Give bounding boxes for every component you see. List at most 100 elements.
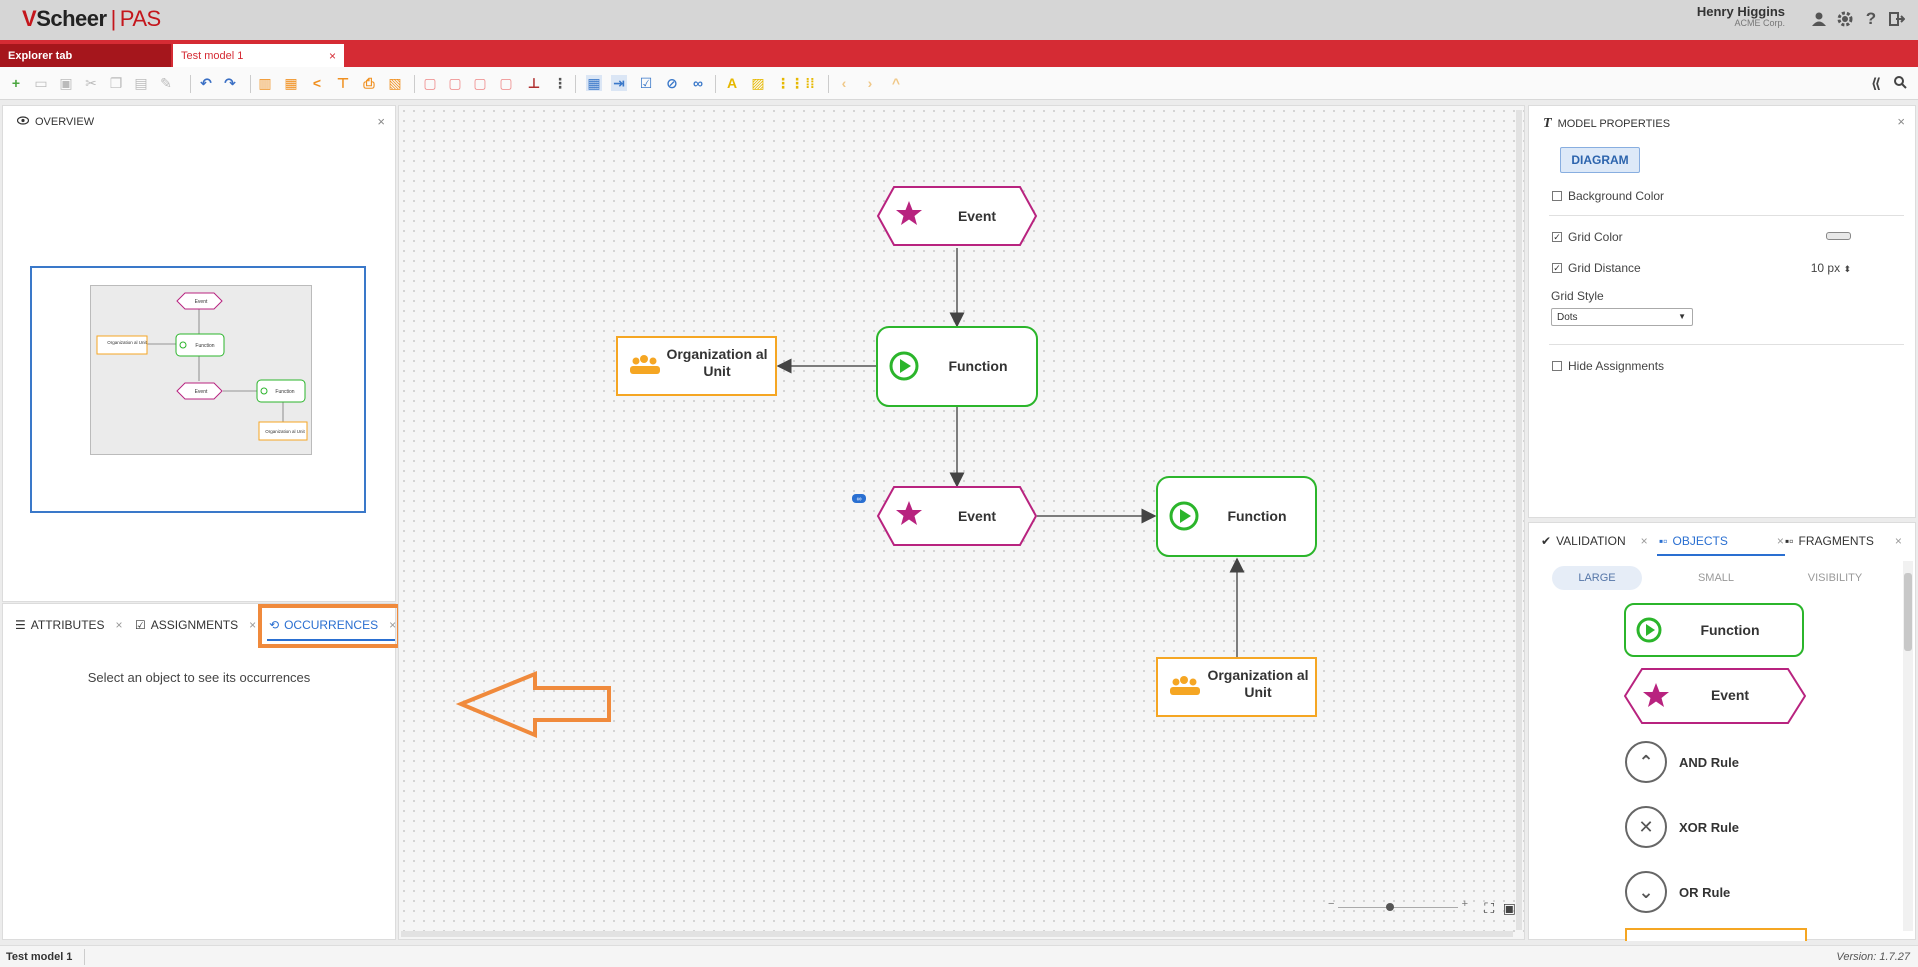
hide-assignments-row[interactable]: Hide Assignments [1552, 359, 1664, 373]
background-color-checkbox[interactable] [1552, 191, 1562, 201]
close-assignments-icon[interactable]: × [249, 618, 257, 632]
report-icon[interactable]: ▧ [388, 75, 402, 91]
grid-color-swatch[interactable] [1826, 232, 1851, 240]
zoom-slider[interactable]: − + [1328, 898, 1468, 913]
grid-color-checkbox[interactable]: ✓ [1552, 232, 1562, 242]
tab-occurrences[interactable]: ⟲ OCCURRENCES × [269, 618, 396, 632]
close-objects-icon[interactable]: × [1776, 534, 1784, 548]
zoom-knob[interactable] [1386, 903, 1394, 911]
help-icon[interactable]: ? [1865, 9, 1877, 28]
text-icon[interactable]: A [726, 75, 738, 91]
close-occurrences-icon[interactable]: × [389, 618, 397, 632]
distribute-icon[interactable]: ▢ [499, 75, 513, 91]
connector-icon[interactable]: ⇥ [611, 75, 627, 91]
validate-icon[interactable]: ☑ [639, 75, 653, 91]
mode-visibility[interactable]: VISIBILITY [1807, 572, 1863, 584]
ungroup-icon[interactable]: ▢ [448, 75, 462, 91]
overview-minimap[interactable]: Event Function Organization al Unit Even… [90, 285, 312, 455]
pin-icon[interactable]: ⊤ [336, 75, 350, 91]
event-node-mid[interactable]: Event [876, 486, 1038, 546]
back-icon[interactable]: ‹ [841, 75, 847, 91]
paste-icon[interactable]: ▤ [134, 75, 148, 91]
forward-icon[interactable]: › [867, 75, 873, 91]
grid-distance-checkbox[interactable]: ✓ [1552, 263, 1562, 273]
zoom-in-icon[interactable]: + [1461, 898, 1468, 910]
tab-objects[interactable]: ▪▫ OBJECTS × [1659, 534, 1784, 548]
image-icon[interactable]: ▨ [751, 75, 765, 91]
background-color-row[interactable]: Background Color [1552, 189, 1664, 203]
mode-large[interactable]: LARGE [1552, 566, 1642, 590]
grid-style-select[interactable]: Dots ▼ [1551, 308, 1693, 326]
user-info[interactable]: Henry Higgins ACME Corp. [1697, 4, 1785, 28]
hide-assignments-checkbox[interactable] [1552, 361, 1562, 371]
vertical-scrollbar[interactable] [1516, 110, 1522, 930]
zoom-out-icon[interactable]: − [1328, 898, 1335, 910]
redo-icon[interactable]: ↷ [224, 75, 236, 91]
overview-viewport-frame[interactable]: Event Function Organization al Unit Even… [30, 266, 366, 513]
mode-small[interactable]: SMALL [1697, 572, 1735, 584]
library-function[interactable]: Function [1624, 603, 1804, 657]
edit-icon[interactable]: ✎ [160, 75, 172, 91]
tab-test-model[interactable]: Test model 1 × [173, 44, 344, 67]
hide-icon[interactable]: ⊘ [666, 75, 678, 91]
function-node-top[interactable]: Function [876, 326, 1038, 407]
new-object-icon[interactable]: + [11, 75, 21, 91]
stepper-arrows-icon[interactable]: ⬍ [1843, 264, 1851, 274]
org-unit-node-left[interactable]: Organization al Unit [616, 336, 777, 396]
grid-color-row[interactable]: ✓ Grid Color [1552, 230, 1623, 244]
collapse-panel-icon[interactable]: ⟪ [1870, 75, 1882, 91]
grid-view-icon[interactable]: ▦ [586, 75, 602, 91]
layout-icon[interactable]: ⋮⋮ [776, 75, 804, 91]
close-model-properties-icon[interactable]: × [1897, 114, 1905, 129]
library-and-rule[interactable]: ⌃ AND Rule [1625, 741, 1739, 783]
cut-icon[interactable]: ✂ [85, 75, 97, 91]
tab-fragments[interactable]: ▪▫ FRAGMENTS × [1785, 534, 1902, 548]
zoom-track[interactable] [1338, 907, 1458, 908]
fit-screen-icon[interactable]: ⛶ [1484, 900, 1494, 916]
link-icon[interactable]: ∞ [693, 75, 703, 91]
objects-scrollbar[interactable] [1903, 561, 1913, 931]
copy-icon[interactable]: ❐ [109, 75, 123, 91]
objects-scrollbar-thumb[interactable] [1904, 573, 1912, 651]
grid-distance-stepper[interactable]: 10 px ⬍ [1811, 261, 1851, 275]
fit-page-icon[interactable]: ▣ [1502, 900, 1516, 916]
library-or-rule[interactable]: ⌄ OR Rule [1625, 871, 1730, 913]
tab-assignments[interactable]: ☑ ASSIGNMENTS × [135, 618, 256, 632]
event-node-top[interactable]: Event [876, 186, 1038, 246]
org-unit-node-bottom[interactable]: Organization al Unit [1156, 657, 1317, 717]
link-badge-icon[interactable]: ∞ [852, 494, 866, 503]
user-icon[interactable] [1810, 10, 1828, 28]
close-overview-icon[interactable]: × [377, 114, 385, 129]
gear-icon[interactable] [1836, 10, 1854, 28]
tab-explorer[interactable]: Explorer tab [0, 44, 171, 67]
copy-format-icon[interactable]: ▣ [59, 75, 73, 91]
function-node-right[interactable]: Function [1156, 476, 1317, 557]
grid-distance-row[interactable]: ✓ Grid Distance [1552, 261, 1641, 275]
search-icon[interactable] [1892, 75, 1908, 91]
share-icon[interactable]: < [312, 75, 322, 91]
hierarchy-icon[interactable]: ⊥ [527, 75, 541, 91]
close-fragments-icon[interactable]: × [1894, 534, 1902, 548]
undo-icon[interactable]: ↶ [200, 75, 212, 91]
tab-attributes[interactable]: ☰ ATTRIBUTES × [15, 618, 123, 632]
diagram-button[interactable]: DIAGRAM [1560, 147, 1640, 173]
logout-icon[interactable] [1888, 10, 1906, 28]
close-attributes-icon[interactable]: × [115, 618, 123, 632]
group-icon[interactable]: ▢ [423, 75, 437, 91]
library-xor-rule[interactable]: ✕ XOR Rule [1625, 806, 1739, 848]
import-icon[interactable]: ▥ [258, 75, 272, 91]
print-icon[interactable]: ⎙ [363, 75, 375, 91]
horizontal-scrollbar[interactable] [401, 931, 1513, 937]
delete-icon[interactable]: ▭ [34, 75, 48, 91]
tab-validation[interactable]: ✔ VALIDATION × [1541, 534, 1648, 548]
align-icon[interactable]: ▢ [473, 75, 487, 91]
more-options-icon[interactable]: ⋮ [553, 75, 567, 91]
model-canvas[interactable]: Event Function Organization al Unit Even… [398, 105, 1525, 940]
library-org-unit-partial[interactable] [1625, 928, 1807, 941]
close-tab-icon[interactable]: × [328, 49, 336, 63]
export-icon[interactable]: ▦ [284, 75, 298, 91]
close-validation-icon[interactable]: × [1640, 534, 1648, 548]
arrange-icon[interactable]: ⁞⁞ [805, 75, 815, 91]
library-event[interactable]: Event [1623, 668, 1807, 724]
up-icon[interactable]: ^ [891, 75, 901, 91]
